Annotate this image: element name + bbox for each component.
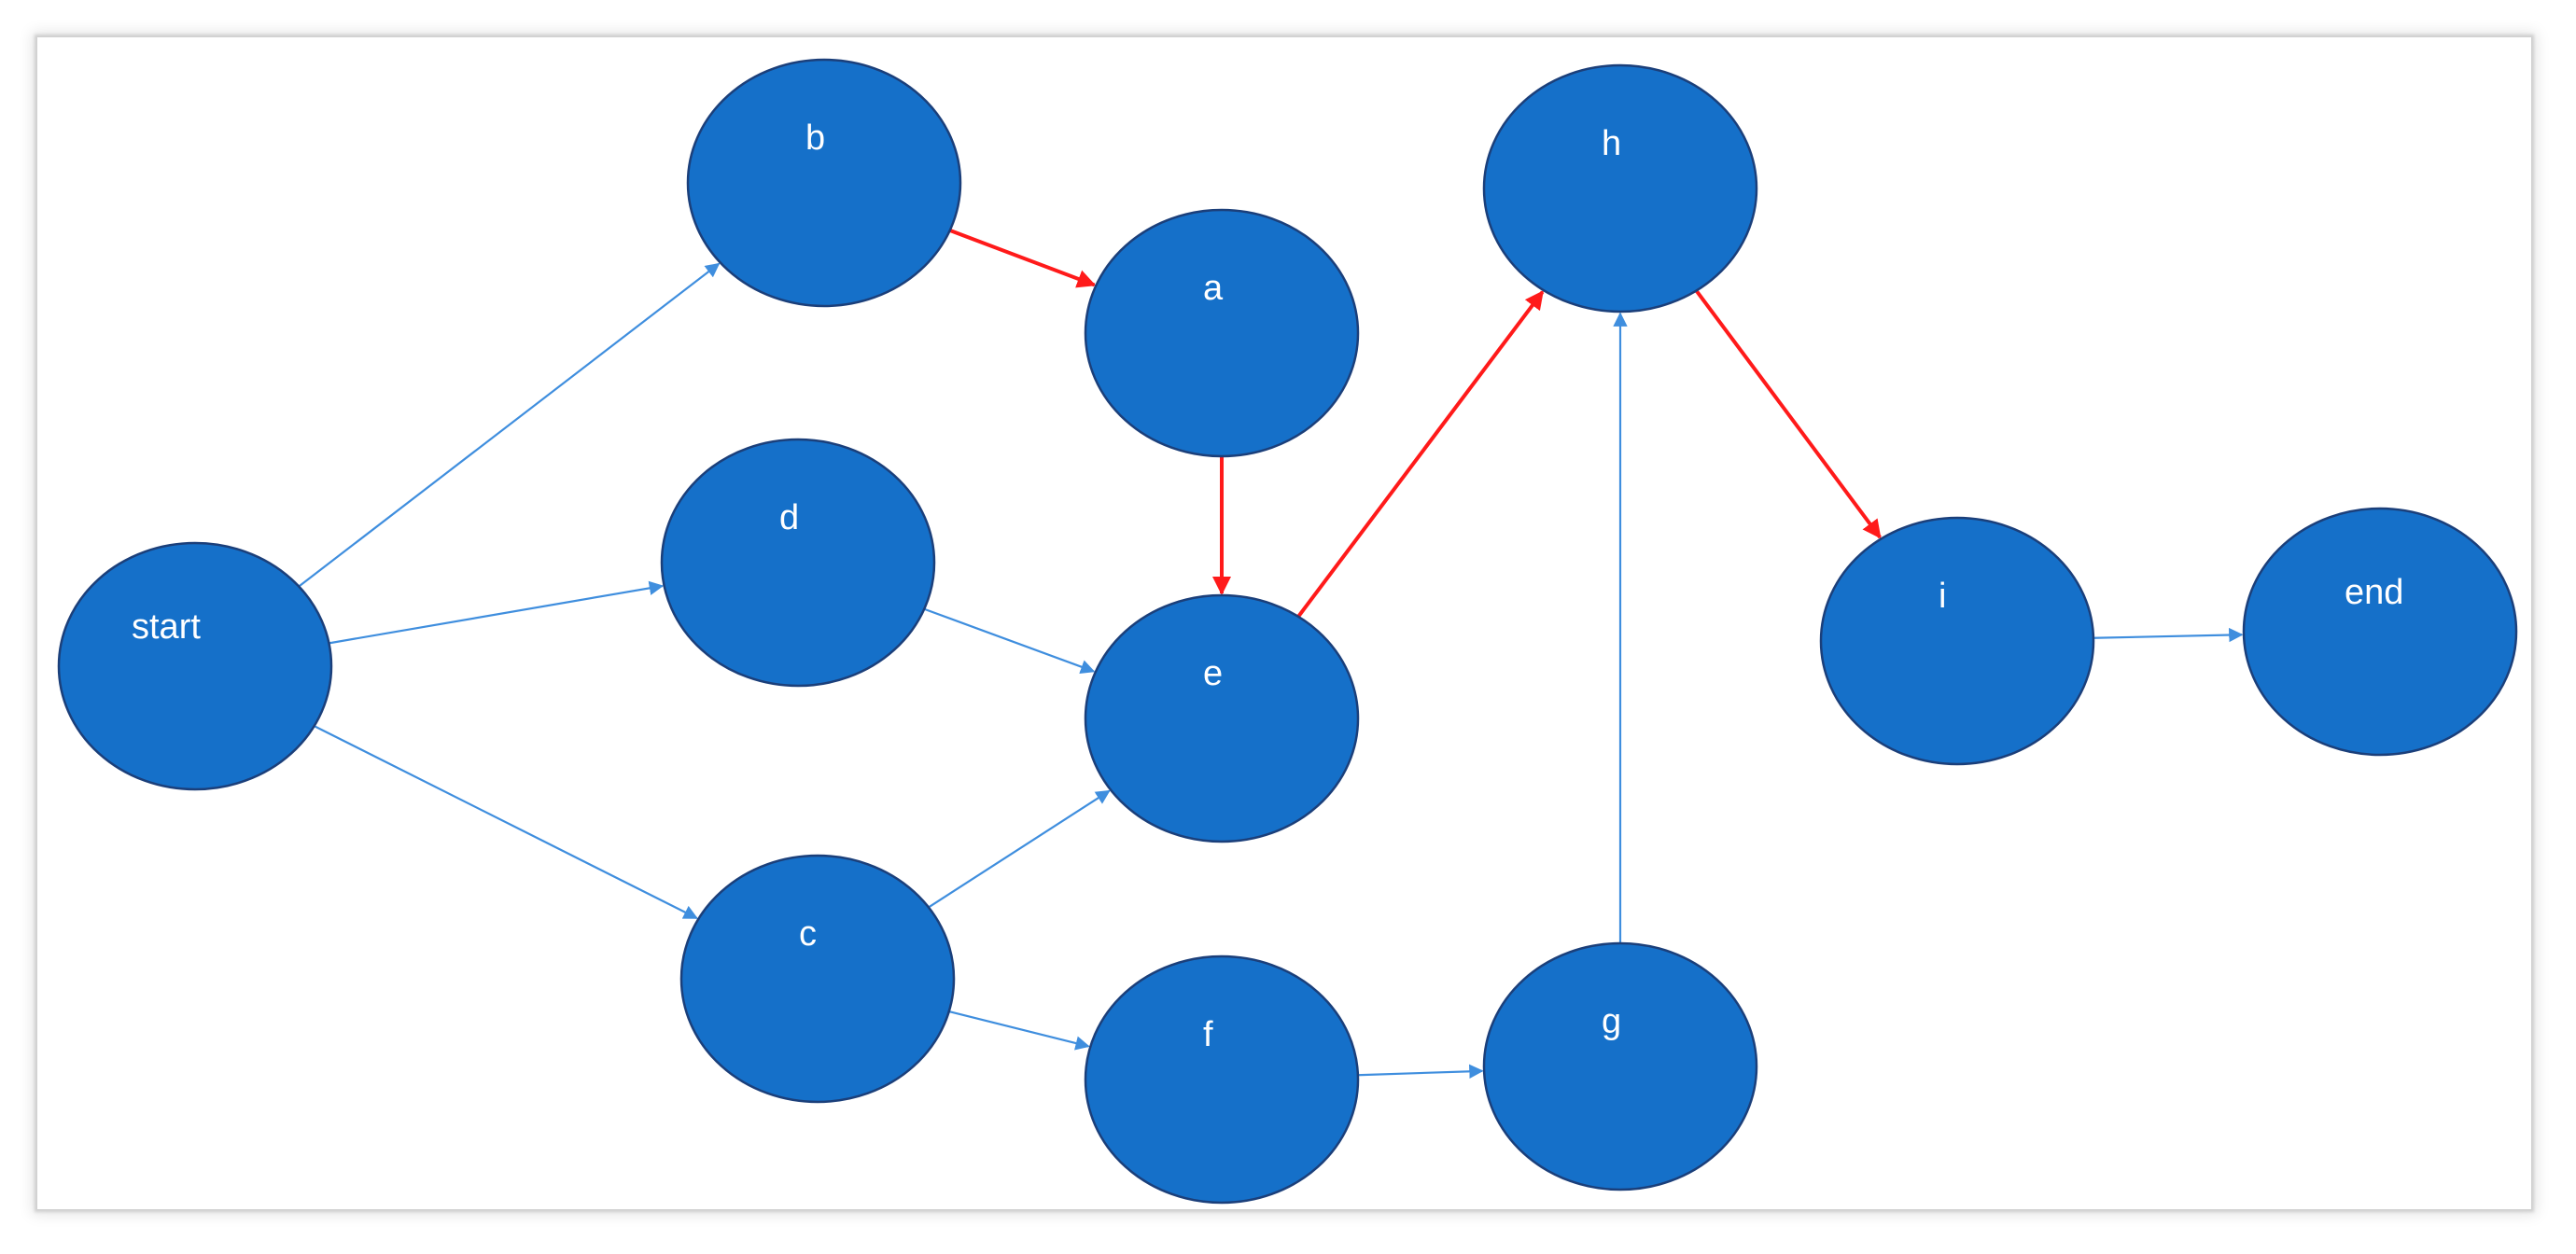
nodes-layer: start b a d e c f g h i end xyxy=(57,58,2518,1205)
node-i: i xyxy=(1819,516,2095,766)
edge-c-to-f xyxy=(948,1010,1090,1051)
node-h-label: h xyxy=(1602,124,1621,163)
node-start: start xyxy=(57,541,333,791)
node-e-circle xyxy=(1084,593,1360,843)
node-d-circle xyxy=(660,438,936,688)
node-a-circle xyxy=(1084,208,1360,458)
edge-c-to-e xyxy=(928,789,1111,909)
edge-i-to-end xyxy=(2093,627,2244,643)
edge-f-to-g xyxy=(1357,1064,1484,1079)
node-i-circle xyxy=(1819,516,2095,766)
node-h: h xyxy=(1482,63,1758,314)
node-b-circle xyxy=(686,58,962,308)
node-b: b xyxy=(686,58,962,308)
node-g-circle xyxy=(1482,941,1758,1191)
edge-b-to-a xyxy=(948,229,1097,288)
node-g: g xyxy=(1482,941,1758,1191)
node-c-circle xyxy=(679,854,956,1104)
node-e: e xyxy=(1084,593,1360,843)
edge-h-to-i xyxy=(1694,289,1882,539)
node-a: a xyxy=(1084,208,1360,458)
node-d-label: d xyxy=(779,498,799,537)
node-start-label: start xyxy=(132,607,201,647)
node-c: c xyxy=(679,854,956,1104)
edge-e-to-h xyxy=(1296,290,1545,619)
node-end-circle xyxy=(2242,507,2518,757)
node-h-circle xyxy=(1482,63,1758,314)
node-c-label: c xyxy=(799,914,817,954)
node-f: f xyxy=(1084,954,1360,1205)
node-end-label: end xyxy=(2345,573,2403,612)
node-g-label: g xyxy=(1602,1002,1621,1041)
edge-start-to-b xyxy=(298,262,721,588)
node-start-circle xyxy=(57,541,333,791)
edge-start-to-d xyxy=(329,580,665,645)
node-f-label: f xyxy=(1203,1015,1213,1054)
node-i-label: i xyxy=(1939,577,1946,616)
node-d: d xyxy=(660,438,936,688)
edge-d-to-e xyxy=(923,607,1096,675)
node-b-label: b xyxy=(805,118,825,158)
node-end: end xyxy=(2242,507,2518,757)
node-e-label: e xyxy=(1203,654,1223,693)
node-f-circle xyxy=(1084,954,1360,1205)
edges-layer xyxy=(298,229,2244,1079)
edge-start-to-c xyxy=(314,725,698,919)
node-a-label: a xyxy=(1203,269,1224,308)
